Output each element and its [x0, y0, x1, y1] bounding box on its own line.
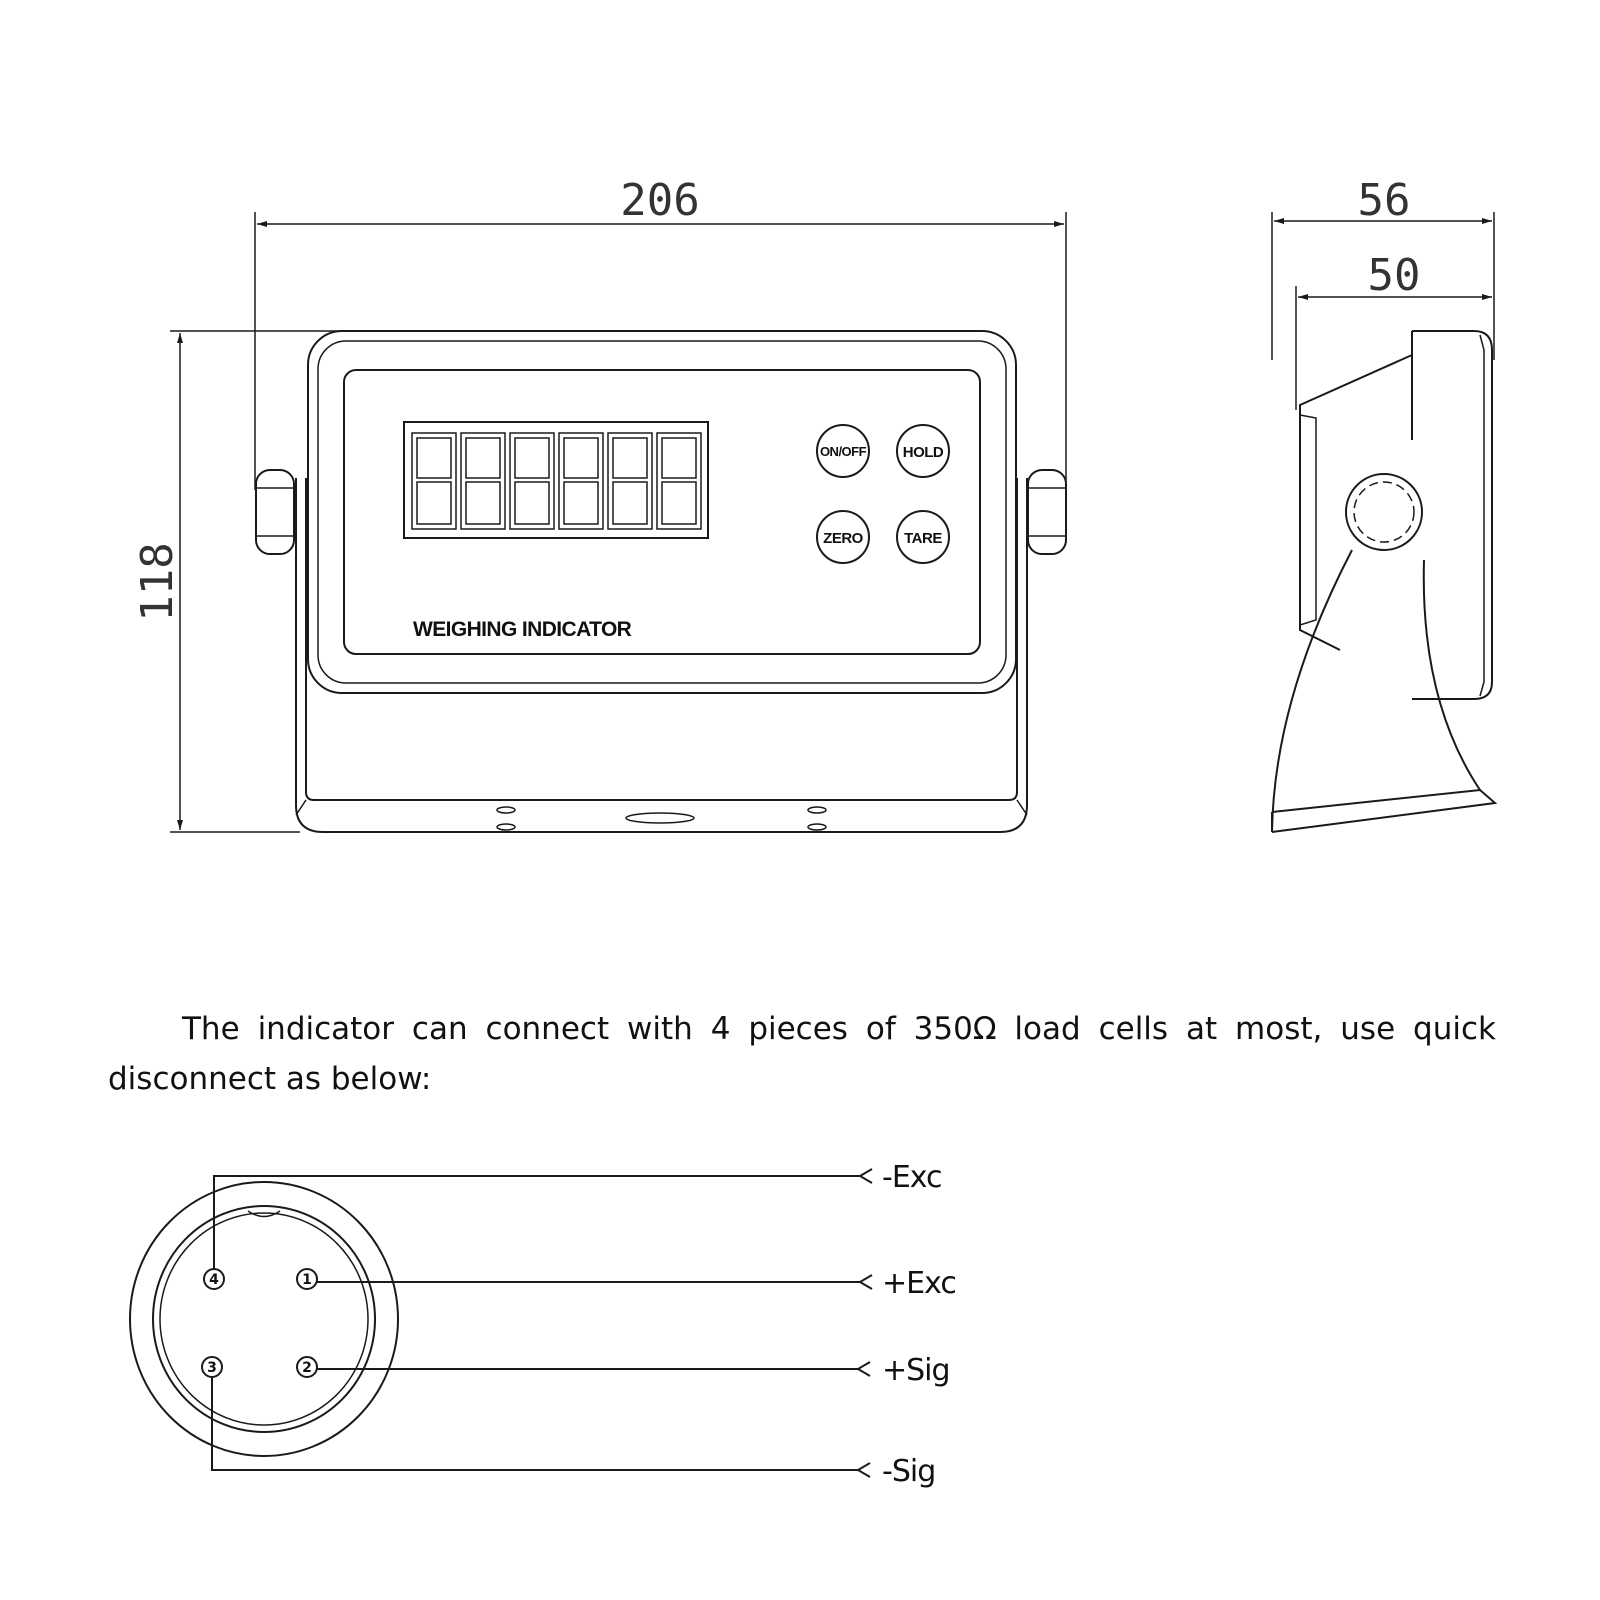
wire-plus-sig: +Sig — [317, 1353, 951, 1388]
side-knob — [1345, 473, 1423, 551]
digit-cell — [460, 432, 506, 530]
front-panel — [343, 369, 981, 655]
plus-sig-label: +Sig — [882, 1353, 950, 1388]
depth-dimension-outer: 56 — [1271, 175, 1495, 360]
wire-minus-sig: -Sig — [211, 1377, 936, 1489]
depth-dimension-inner: 50 — [1295, 250, 1492, 410]
on-off-button-label: ON/OFF — [820, 444, 867, 459]
wire-plus-exc: +Exc — [317, 1266, 957, 1301]
digit-cell — [411, 432, 457, 530]
width-dimension-label: 206 — [620, 175, 699, 226]
depth-outer-label: 56 — [1358, 175, 1411, 226]
digit-cell — [509, 432, 555, 530]
pin-1-number: 1 — [302, 1272, 312, 1288]
digit-cell — [558, 432, 604, 530]
wire-minus-exc: -Exc — [213, 1160, 943, 1269]
right-knob — [1027, 469, 1067, 555]
panel-label: WEIGHING INDICATOR — [413, 618, 632, 641]
zero-button-label: ZERO — [823, 530, 864, 547]
digit-cell — [656, 432, 702, 530]
connector-key — [247, 1210, 281, 1218]
mounting-bracket — [295, 478, 1028, 833]
pin-3-number: 3 — [207, 1360, 217, 1376]
height-dimension-label: 118 — [132, 542, 183, 621]
pin-2: 2 — [296, 1356, 318, 1378]
connector-diagram: 4 1 3 2 -Exc +Exc +Sig — [129, 1160, 957, 1489]
minus-sig-label: -Sig — [882, 1454, 935, 1489]
pin-3: 3 — [201, 1356, 223, 1378]
connection-description: The indicator can connect with 4 pieces … — [108, 1011, 1496, 1097]
minus-exc-label: -Exc — [882, 1160, 942, 1195]
indicator-housing-inner — [317, 340, 1007, 684]
depth-inner-label: 50 — [1368, 250, 1421, 301]
zero-button[interactable]: ZERO — [816, 510, 870, 564]
hold-button[interactable]: HOLD — [896, 424, 950, 478]
pin-4-number: 4 — [209, 1272, 219, 1288]
plus-exc-label: +Exc — [882, 1266, 956, 1301]
digit-display — [403, 421, 709, 539]
hold-button-label: HOLD — [903, 444, 944, 461]
indicator-housing — [307, 330, 1017, 694]
front-view: 206 118 — [132, 175, 1067, 833]
pin-1: 1 — [296, 1268, 318, 1290]
pin-4: 4 — [203, 1268, 225, 1290]
connector-outer-ring — [129, 1181, 399, 1457]
on-off-button[interactable]: ON/OFF — [816, 424, 870, 478]
height-dimension: 118 — [132, 330, 340, 833]
width-dimension: 206 — [254, 175, 1067, 490]
side-view: 56 50 — [1271, 175, 1498, 833]
pin-2-number: 2 — [302, 1360, 312, 1376]
digit-cell — [607, 432, 653, 530]
tare-button[interactable]: TARE — [896, 510, 950, 564]
left-knob — [255, 469, 295, 555]
tare-button-label: TARE — [904, 530, 942, 547]
